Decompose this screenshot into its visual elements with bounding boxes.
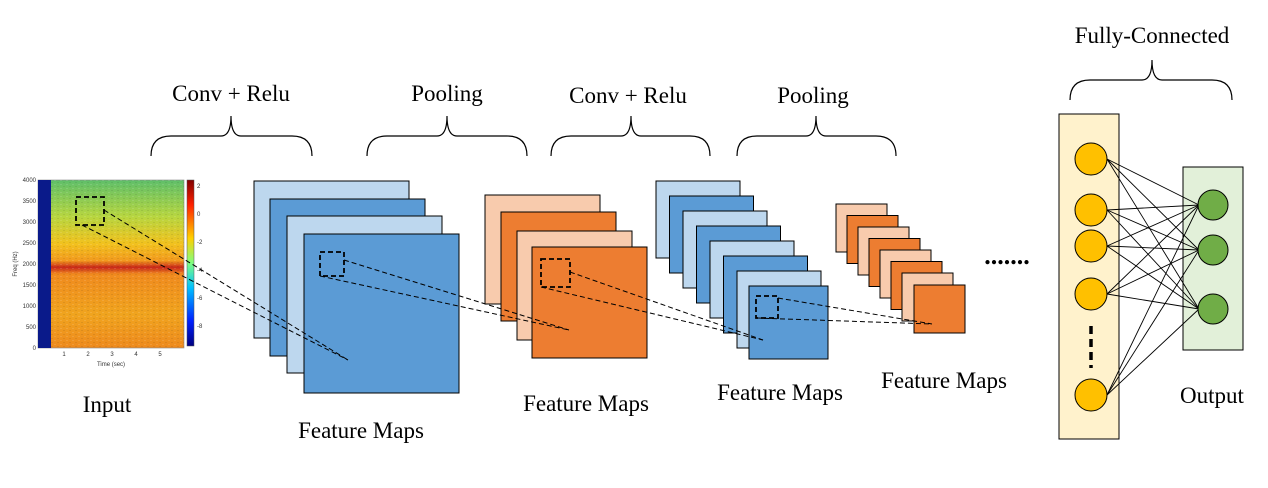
feature-maps-conv-2: [655, 180, 829, 360]
feature-maps-conv-1: [253, 180, 460, 394]
spectrogram-x-axis-label: Time (sec): [97, 362, 125, 368]
projection-line: [569, 271, 764, 341]
spectrogram-x-tick: 3: [110, 352, 114, 358]
feature-map-2-layer-4: [531, 246, 648, 359]
feature-maps-pool-1: [484, 194, 648, 359]
spectrogram-x-tick: 2: [86, 352, 90, 358]
fc-edge: [1106, 209, 1200, 251]
brace-conv-relu-1: [150, 115, 313, 157]
spectrogram-y-tick: 0: [33, 346, 37, 352]
brace-pooling-1: [366, 115, 528, 157]
fc-edge: [1106, 245, 1200, 310]
fc-edge: [1106, 245, 1200, 251]
fc-edge: [1106, 204, 1200, 396]
projection-line: [777, 297, 933, 325]
label-conv-relu-1: Conv + Relu: [172, 81, 290, 106]
output-nodes: [1197, 189, 1229, 325]
output-node: [1197, 234, 1229, 266]
label-feature-maps-1: Feature Maps: [298, 418, 424, 443]
brace-pooling-2: [736, 115, 897, 157]
fc-edge: [1106, 209, 1200, 310]
fc-edge: [1106, 249, 1200, 396]
colorbar-tick: 0: [197, 212, 201, 218]
label-feature-maps-3: Feature Maps: [717, 380, 843, 405]
fc-node: [1074, 277, 1108, 311]
fc-node: [1074, 142, 1108, 176]
projection-line: [540, 286, 764, 341]
label-pooling-1: Pooling: [411, 81, 483, 106]
brace-fully-connected: [1069, 59, 1233, 101]
spectrogram-y-tick: 1000: [23, 304, 37, 310]
spectrogram-y-tick: 3500: [23, 199, 37, 205]
label-conv-relu-2: Conv + Relu: [569, 83, 687, 108]
label-input: Input: [83, 392, 132, 417]
spectrogram-y-tick: 2000: [23, 262, 37, 268]
spectrogram-x-tick: 1: [62, 352, 66, 358]
projection-line: [319, 275, 570, 331]
fc-edge: [1106, 249, 1200, 295]
colorbar-tick: 2: [197, 184, 201, 190]
spectrogram-colorbar: [186, 179, 195, 347]
output-node: [1197, 293, 1229, 325]
label-feature-maps-4: Feature Maps: [881, 368, 1007, 393]
spectrogram-y-tick: 500: [26, 325, 37, 331]
fc-edge: [1106, 158, 1200, 310]
colorbar-tick: -8: [197, 324, 203, 330]
fc-edge: [1106, 204, 1200, 211]
fc-edge: [1106, 158, 1200, 206]
feature-map-1-layer-4: [303, 233, 460, 394]
colorbar-tick: -2: [197, 240, 203, 246]
label-fully-connected: Fully-Connected: [1075, 23, 1230, 48]
colorbar-tick: -6: [197, 296, 203, 302]
projection-line: [81, 224, 349, 361]
feature-map-2-receptive-field-box: [540, 258, 571, 288]
feature-map-3-front: [748, 285, 829, 360]
input-spectrogram: 4000 3500 3000 2500 2000 1500 1000 500 0 1 2 3 4 5 2…: [13, 178, 203, 368]
brace-conv-relu-2: [550, 115, 711, 157]
fc-node: [1074, 229, 1108, 263]
fc-edge: [1106, 204, 1200, 295]
spectrogram-y-tick: 3000: [23, 220, 37, 226]
fc-connections: [1106, 158, 1200, 396]
fc-node: [1074, 378, 1108, 412]
spectrogram-y-tick: 1500: [23, 283, 37, 289]
ellipsis: .......: [984, 241, 1030, 270]
spectrogram-y-tick: 2500: [23, 241, 37, 247]
input-receptive-field-box: [75, 196, 105, 226]
feature-map-4-front: [913, 284, 966, 334]
fc-node: [1074, 193, 1108, 227]
spectrogram-y-axis-label: Freq (Hz): [13, 251, 19, 276]
fc-edge: [1106, 204, 1200, 247]
fc-nodes: [1074, 142, 1108, 412]
label-feature-maps-2: Feature Maps: [523, 391, 649, 416]
spectrogram-x-tick: 5: [158, 352, 162, 358]
output-node: [1197, 189, 1229, 221]
label-pooling-2: Pooling: [777, 83, 849, 108]
spectrogram-dark-column: [38, 180, 51, 348]
projection-line: [343, 259, 570, 331]
spectrogram-y-tick: 4000: [23, 178, 37, 184]
spectrogram-x-tick: 4: [134, 352, 138, 358]
fc-edge: [1106, 158, 1200, 251]
feature-maps-pool-2: [835, 203, 966, 334]
projection-lines: [81, 209, 933, 361]
feature-map-1-receptive-field-box: [319, 251, 345, 277]
colorbar-tick: -4: [197, 268, 203, 274]
fc-edge: [1106, 308, 1200, 396]
spectrogram-noise-texture: [38, 180, 184, 348]
feature-map-3-receptive-field-box: [755, 295, 779, 319]
label-output: Output: [1180, 383, 1245, 408]
projection-line: [755, 317, 933, 325]
fc-edge: [1106, 293, 1200, 310]
